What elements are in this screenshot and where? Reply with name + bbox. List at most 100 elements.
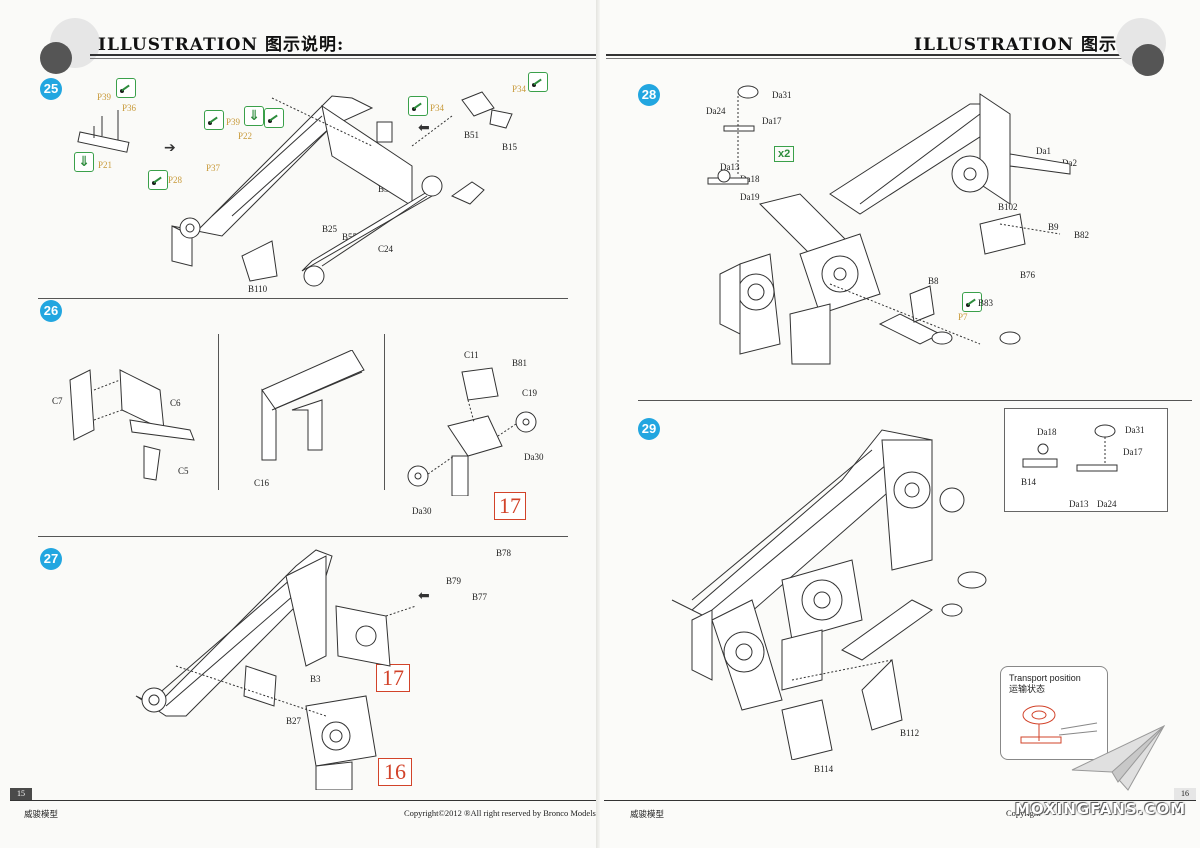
part-label: Da24 xyxy=(1097,499,1117,509)
footer-rule xyxy=(10,800,596,801)
part-label: C7 xyxy=(52,396,63,406)
detail-inset: Da18 Da31 Da17 B14 Da13 Da24 xyxy=(1004,408,1168,512)
step26-drawing-a xyxy=(60,350,210,490)
glue-icon xyxy=(408,96,428,116)
part-label: Da13 xyxy=(1069,499,1089,509)
part-label: C5 xyxy=(178,466,189,476)
section-divider xyxy=(384,334,385,490)
glue-icon xyxy=(528,72,548,92)
part-label: Da18 xyxy=(740,174,760,184)
part-label: P34 xyxy=(512,84,527,94)
part-label: Da31 xyxy=(772,90,792,100)
part-label: C6 xyxy=(170,398,181,408)
step29-drawing xyxy=(652,420,1052,761)
glue-icon xyxy=(204,110,224,130)
transport-label-cn: 运输状态 xyxy=(1009,684,1046,694)
page-title-left: ILLUSTRATION 图示说明: xyxy=(98,35,345,55)
step28-drawing xyxy=(680,84,1100,384)
page-title-right: ILLUSTRATION 图示说明: xyxy=(914,35,1161,55)
paper-plane-logo-icon xyxy=(1071,724,1166,791)
part-label: B8 xyxy=(928,276,939,286)
part-label: B78 xyxy=(496,548,512,558)
corner-decoration-icon xyxy=(40,42,72,74)
part-label: Da19 xyxy=(740,192,760,202)
part-label: C11 xyxy=(464,350,479,360)
copyright-text: Copyright xyxy=(1006,808,1041,818)
header-rule xyxy=(90,54,600,56)
glue-icon xyxy=(148,170,168,190)
section-divider xyxy=(638,400,1192,401)
reference-step-box: 17 xyxy=(494,492,526,520)
section-divider xyxy=(38,536,568,537)
part-label: P7 xyxy=(958,312,968,322)
part-label: P37 xyxy=(206,163,221,173)
header-rule xyxy=(90,58,600,59)
brand-name: 威骏模型 xyxy=(630,809,665,819)
part-label: B82 xyxy=(1074,230,1090,240)
part-label: B112 xyxy=(900,728,920,738)
part-label: B110 xyxy=(248,284,268,294)
corner-decoration-icon xyxy=(1132,44,1164,76)
part-label: Da1 xyxy=(1036,146,1051,156)
part-label: Da17 xyxy=(1123,447,1143,457)
page-number: 15 xyxy=(10,788,32,800)
part-label: B3 xyxy=(310,674,321,684)
transport-label: Transport position 运输状态 xyxy=(1009,673,1081,695)
step-badge-26: 26 xyxy=(40,300,62,322)
transport-label-en: Transport position xyxy=(1009,673,1081,683)
quantity-multiplier: x2 xyxy=(774,146,795,162)
footer-rule xyxy=(604,800,1196,801)
step-badge-29: 29 xyxy=(638,418,660,440)
part-label: Da31 xyxy=(1125,425,1145,435)
part-label: B55 xyxy=(342,232,358,242)
page-left: ILLUSTRATION 图示说明: 25 ⇓ ⇓ P39 P36 P21 P3… xyxy=(0,0,600,848)
part-label: C16 xyxy=(254,478,270,488)
arrow-left-icon: ⬅ xyxy=(418,120,430,136)
part-label: B51 xyxy=(464,130,480,140)
part-label: P28 xyxy=(168,175,183,185)
part-label: B79 xyxy=(446,576,462,586)
part-label: Da30 xyxy=(524,452,544,462)
glue-icon xyxy=(116,78,136,98)
brand-name: 威骏模型 xyxy=(24,809,59,819)
part-label: B81 xyxy=(512,358,528,368)
part-label: B14 xyxy=(1021,477,1037,487)
part-label: Da17 xyxy=(762,116,782,126)
arrow-left-icon: ⬅ xyxy=(418,588,430,604)
part-label: P39 xyxy=(226,117,241,127)
site-watermark: MOXINGFANS.COM xyxy=(1014,800,1186,818)
part-label: Da2 xyxy=(1062,158,1077,168)
part-label: C24 xyxy=(378,244,394,254)
header-rule xyxy=(606,54,1126,56)
bend-icon: ⇓ xyxy=(74,152,94,172)
page-number: 16 xyxy=(1174,788,1196,800)
part-label: P21 xyxy=(98,160,113,170)
section-divider xyxy=(218,334,219,490)
part-label: Da18 xyxy=(1037,427,1057,437)
part-label: P36 xyxy=(122,103,137,113)
page-right: ILLUSTRATION 图示说明: 28 x2 Da24 Da31 Da17 … xyxy=(600,0,1200,848)
part-label: B77 xyxy=(472,592,488,602)
part-label: P39 xyxy=(97,92,112,102)
copyright-text: Copyright©2012 ®All right reserved by Br… xyxy=(404,808,596,818)
glue-icon xyxy=(264,108,284,128)
part-label: B102 xyxy=(998,202,1018,212)
glue-icon xyxy=(962,292,982,312)
transport-position-panel: Transport position 运输状态 xyxy=(1000,666,1108,760)
step-badge-28: 28 xyxy=(638,84,660,106)
part-label: B76 xyxy=(1020,270,1036,280)
part-label: B114 xyxy=(814,764,834,774)
part-label: Da24 xyxy=(706,106,726,116)
part-label: B15 xyxy=(502,142,518,152)
part-label: B9 xyxy=(1048,222,1059,232)
bend-icon: ⇓ xyxy=(244,106,264,126)
step26-drawing-c xyxy=(398,356,558,497)
part-label: Da30 xyxy=(412,506,432,516)
part-label: B25 xyxy=(322,224,338,234)
arrow-right-icon: ➔ xyxy=(164,140,176,156)
reference-step-box: 17 xyxy=(376,664,410,692)
step25-drawing xyxy=(72,86,572,296)
part-label: Da13 xyxy=(720,162,740,172)
part-label: C19 xyxy=(522,388,538,398)
part-label: P34 xyxy=(430,103,445,113)
